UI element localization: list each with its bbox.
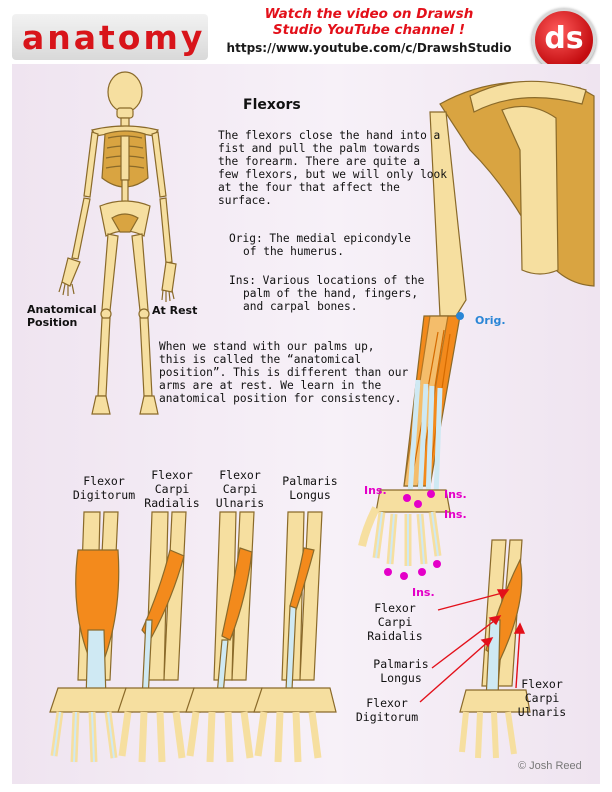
at-rest-label: At Rest	[152, 304, 198, 317]
humerus	[429, 111, 467, 317]
label-line: Longus	[289, 488, 331, 502]
intro-line: surface.	[218, 194, 272, 207]
muscle-arm-2	[117, 511, 201, 763]
label-line: Flexor	[219, 468, 261, 482]
tibia-right	[139, 317, 153, 397]
logo-box	[12, 14, 208, 60]
label-line: Carpi	[524, 691, 560, 705]
promo-line-1: Watch the video on Drawsh	[264, 6, 474, 22]
annotation-palmaris-longus: Palmaris Longus	[366, 657, 436, 685]
muscle-arm-3	[185, 511, 269, 763]
label-line: Carpi	[222, 482, 258, 496]
insertion-line: and carpal bones.	[243, 300, 358, 313]
label-line: Ulnaris	[215, 496, 265, 510]
annotation-arrows	[419, 589, 526, 703]
skull	[107, 71, 143, 113]
large-arm-illustration	[358, 80, 595, 566]
sternum	[120, 135, 130, 181]
skeleton-illustration	[58, 71, 177, 415]
promo-block: Watch the video on Drawsh Studio YouTube…	[214, 6, 524, 55]
label-line: Longus	[380, 671, 422, 685]
annotation-flexor-carpi-ulnaris: Flexor Carpi Ulnaris	[512, 677, 572, 719]
label-line: Flexor	[366, 696, 408, 710]
youtube-link[interactable]: https://www.youtube.com/c/DrawshStudio	[226, 41, 512, 55]
insertion-label-right: Ins.	[444, 488, 467, 501]
insertion-line: Ins: Various locations of the	[229, 274, 425, 287]
jaw	[116, 107, 134, 119]
promo-line-2: Studio YouTube channel !	[272, 22, 466, 38]
foot-left	[91, 395, 111, 415]
carpals	[375, 489, 451, 513]
label-line: Flexor	[83, 474, 125, 488]
anatomical-position-label: Anatomical Position	[27, 303, 97, 329]
intro-line: few flexors, but we will only look	[218, 168, 448, 181]
label-line: Carpi	[154, 482, 190, 496]
origin-paragraph: Orig: The medial epicondyle of the humer…	[229, 232, 411, 258]
label-line: Palmaris	[282, 474, 338, 488]
position-paragraph: When we stand with our palms up, this is…	[159, 340, 408, 405]
position-line: position”. This is different than our	[159, 366, 409, 379]
column-label-palmaris-longus: Palmaris Longus	[274, 474, 346, 502]
label-line: Anatomical	[27, 303, 97, 316]
origin-label: Orig.	[475, 314, 506, 327]
label-line: Raidalis	[367, 629, 423, 643]
label-line: Digitorum	[355, 710, 419, 724]
forearm-right	[159, 197, 173, 264]
label-line: Flexor	[374, 601, 416, 615]
combined-arm-illustration	[459, 539, 531, 759]
label-line: Radialis	[144, 496, 200, 510]
humerus-left	[83, 131, 99, 198]
insertion-label-right-2: Ins.	[444, 508, 467, 521]
femur-left	[101, 233, 119, 312]
label-line: Flexor	[521, 677, 563, 691]
origin-point	[456, 312, 464, 320]
intro-line: The flexors close the hand into a	[218, 129, 441, 142]
label-line: Digitorum	[72, 488, 136, 502]
page-title: Flexors	[243, 97, 301, 113]
thumb	[358, 506, 380, 547]
scapula-blade	[501, 105, 559, 275]
position-line: anatomical position for consistency.	[159, 392, 402, 405]
origin-line: Orig: The medial epicondyle	[229, 232, 411, 245]
hand-left	[61, 257, 81, 287]
insertion-label-bottom: Ins.	[412, 586, 435, 599]
intro-paragraph: The flexors close the hand into a fist a…	[218, 129, 447, 207]
column-label-flexor-digitorum: Flexor Digitorum	[68, 474, 140, 502]
insertion-line: palm of the hand, fingers,	[243, 287, 419, 300]
annotation-flexor-digitorum: Flexor Digitorum	[350, 696, 424, 724]
intro-line: the forearm. There are quite a	[218, 155, 421, 168]
ds-logo-icon: ds	[532, 8, 596, 72]
label-line: Carpi	[377, 615, 413, 629]
column-label-flexor-carpi-ulnaris: Flexor Carpi Ulnaris	[208, 468, 272, 510]
annotation-flexor-carpi-raidalis: Flexor Carpi Raidalis	[364, 601, 426, 643]
position-line: arms are at rest. We learn in the	[159, 379, 382, 392]
column-label-flexor-carpi-radialis: Flexor Carpi Radialis	[140, 468, 204, 510]
ds-logo-text: ds	[544, 21, 584, 56]
clavicle	[469, 80, 587, 113]
copyright: © Josh Reed	[518, 760, 582, 772]
label-line: Position	[27, 316, 78, 329]
tibia-left	[97, 317, 111, 397]
label-line: Palmaris	[373, 657, 429, 671]
label-line: Ulnaris	[517, 705, 567, 719]
position-line: When we stand with our palms up,	[159, 340, 375, 353]
insertion-paragraph: Ins: Various locations of the palm of th…	[229, 274, 424, 313]
logo-text: anatomy	[22, 18, 206, 57]
muscle-arm-1	[49, 511, 133, 763]
origin-line: of the humerus.	[243, 245, 345, 258]
femur-right	[131, 233, 149, 312]
muscle-arm-4	[253, 511, 337, 763]
intro-line: at the four that affect the	[218, 181, 400, 194]
insertion-label-left: Ins.	[364, 484, 387, 497]
hand-right	[161, 261, 177, 293]
humerus-right	[151, 131, 167, 198]
forearm-left	[71, 197, 91, 260]
intro-line: fist and pull the palm towards	[218, 142, 421, 155]
position-line: this is called the “anatomical	[159, 353, 362, 366]
foot-right	[139, 395, 159, 415]
label-line: Flexor	[151, 468, 193, 482]
insertion-points	[384, 490, 441, 580]
